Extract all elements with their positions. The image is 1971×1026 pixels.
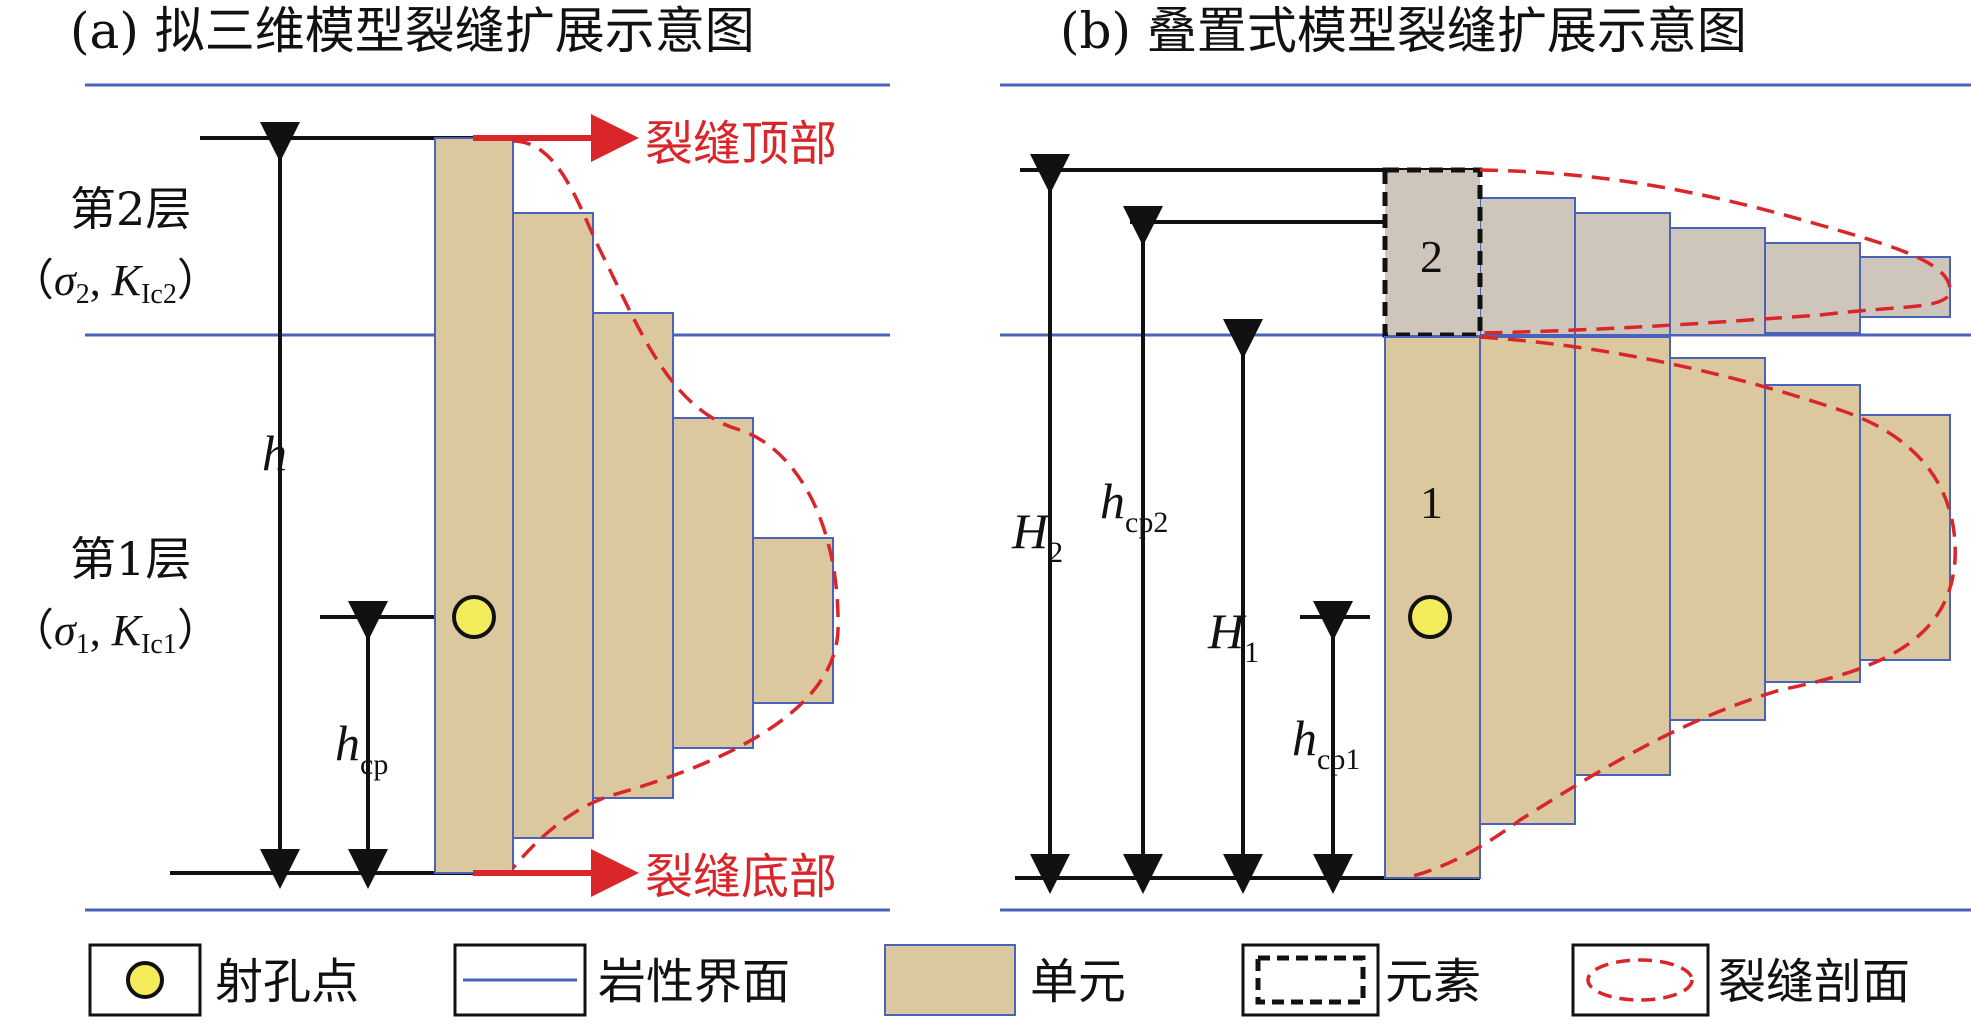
- legend-perforation-label: 射孔点: [215, 954, 359, 1010]
- unit-b1-2: [1479, 336, 1576, 825]
- layer2-label: 第2层: [70, 182, 191, 236]
- layer1-params: （σ1, KIc1）: [10, 606, 221, 660]
- unit-a-5: [752, 537, 834, 704]
- unit-b1-4: [1669, 357, 1766, 721]
- units-b-upper: [1479, 197, 1951, 336]
- element-2-label: 2: [1420, 231, 1443, 282]
- unit-a-2: [512, 212, 594, 839]
- unit-a-4: [672, 417, 754, 749]
- panel-b-caption: (b) 叠置式模型裂缝扩展示意图: [1060, 2, 1747, 60]
- hcp2-label: hcp2: [1100, 473, 1168, 539]
- legend-perforation-box: [88, 943, 202, 1017]
- units-a: [434, 137, 834, 874]
- legend-perforation-icon: [126, 961, 164, 999]
- unit-b2-3: [1574, 212, 1671, 336]
- unit-a-1: [434, 137, 514, 874]
- panel-b: 2 1 H2 hcp2 H1 hcp1: [1011, 154, 1957, 894]
- legend-unit-label: 单元: [1030, 954, 1126, 1010]
- legend-profile-icon: [1586, 958, 1694, 1002]
- legend-element-label: 元素: [1385, 954, 1481, 1010]
- legend-element-box: [1241, 943, 1380, 1017]
- fracture-profile-a: [511, 139, 840, 870]
- H2-label: H2: [1011, 503, 1063, 569]
- legend-element-icon: [1255, 955, 1366, 1005]
- unit-b2-2: [1479, 197, 1576, 336]
- layer2-params: （σ2, KIc2）: [10, 256, 221, 310]
- units-b-lower: [1384, 336, 1951, 879]
- legend: 射孔点 岩性界面 单元 元素 裂缝剖面: [88, 943, 1910, 1017]
- hcp1-label: hcp1: [1292, 710, 1360, 776]
- element-box-2: [1382, 167, 1483, 338]
- layer1-label: 第1层: [70, 532, 191, 586]
- fracture-profile-b-upper: [1479, 168, 1952, 335]
- legend-profile-label: 裂缝剖面: [1718, 954, 1910, 1010]
- unit-b1-6: [1859, 414, 1951, 661]
- panel-a-caption: (a) 拟三维模型裂缝扩展示意图: [70, 2, 755, 60]
- fracture-top-label: 裂缝顶部: [645, 116, 837, 172]
- legend-unit-icon: [884, 944, 1016, 1016]
- hcp-label: hcp: [335, 715, 388, 781]
- h-label: h: [262, 425, 287, 481]
- fracture-profile-b-lower: [1404, 335, 1957, 880]
- panel-a: 裂缝顶部 裂缝底部 第2层 （σ2, KIc2） 第1层 （σ1, KIc1） …: [10, 114, 840, 905]
- unit-a-3: [592, 312, 674, 799]
- perforation-point-b: [1408, 595, 1452, 639]
- legend-interface-label: 岩性界面: [598, 954, 790, 1010]
- H1-label: H1: [1207, 603, 1259, 669]
- fracture-bottom-label: 裂缝底部: [645, 849, 837, 905]
- unit-b1-3: [1574, 336, 1671, 776]
- element-1-label: 1: [1420, 477, 1443, 528]
- unit-b1-5: [1764, 384, 1861, 683]
- legend-profile-box: [1571, 943, 1710, 1017]
- perforation-point-a: [452, 595, 496, 639]
- legend-interface-box: [453, 943, 587, 1017]
